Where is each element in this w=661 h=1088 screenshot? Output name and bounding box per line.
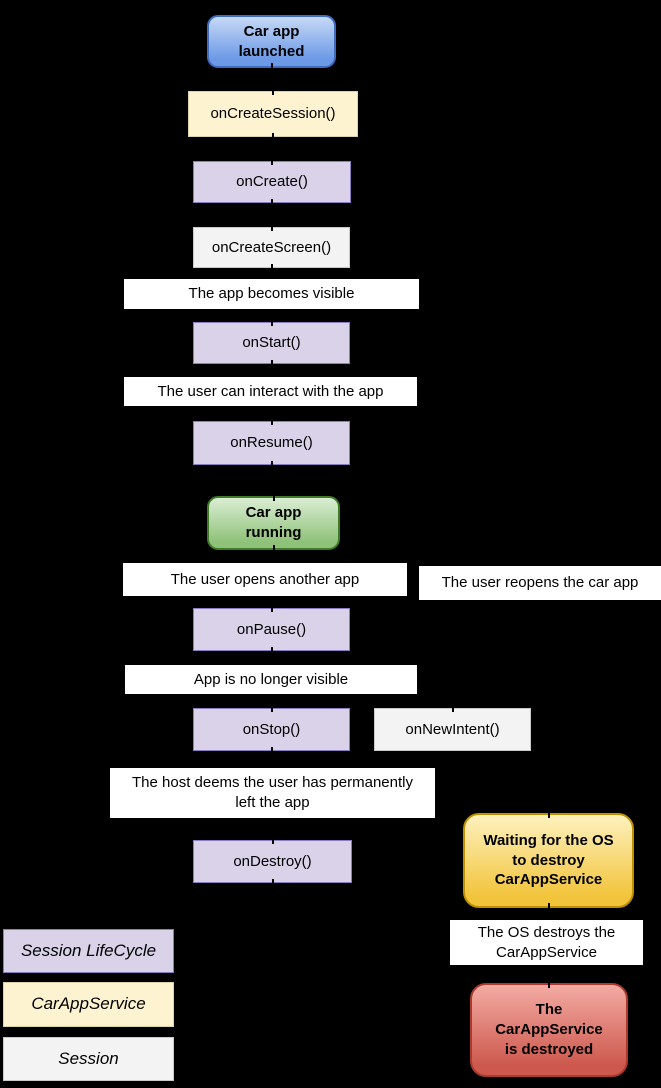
node-on-start: onStart() (193, 321, 350, 365)
node-carappservice-destroyed: The CarAppService is destroyed (470, 983, 628, 1077)
note-user-can-interact: The user can interact with the app (124, 377, 417, 406)
legend-session-lifecycle: Session LifeCycle (3, 929, 174, 973)
legend-session: Session (3, 1037, 174, 1081)
note-os-destroys-carappservice: The OS destroys the CarAppService (450, 920, 643, 965)
node-on-create-screen: onCreateScreen() (193, 226, 350, 269)
legend-car-app-service: CarAppService (3, 982, 174, 1027)
note-user-opens-another-app: The user opens another app (123, 563, 407, 596)
node-car-app-running: Car app running (207, 496, 340, 550)
node-on-new-intent: onNewIntent() (374, 707, 531, 751)
note-app-becomes-visible: The app becomes visible (124, 279, 419, 309)
note-app-no-longer-visible: App is no longer visible (125, 665, 417, 694)
node-on-resume: onResume() (193, 420, 350, 466)
node-on-stop: onStop() (193, 707, 350, 752)
node-on-create-session: onCreateSession() (188, 90, 358, 138)
node-on-destroy: onDestroy() (193, 839, 352, 884)
node-on-create: onCreate() (193, 160, 351, 204)
node-waiting-os-destroy: Waiting for the OS to destroy CarAppServ… (463, 813, 634, 908)
node-car-app-launched: Car app launched (207, 15, 336, 68)
note-user-reopens-car-app: The user reopens the car app (419, 566, 661, 600)
note-host-deems-user-left: The host deems the user has permanently … (110, 768, 435, 818)
node-on-pause: onPause() (193, 607, 350, 652)
